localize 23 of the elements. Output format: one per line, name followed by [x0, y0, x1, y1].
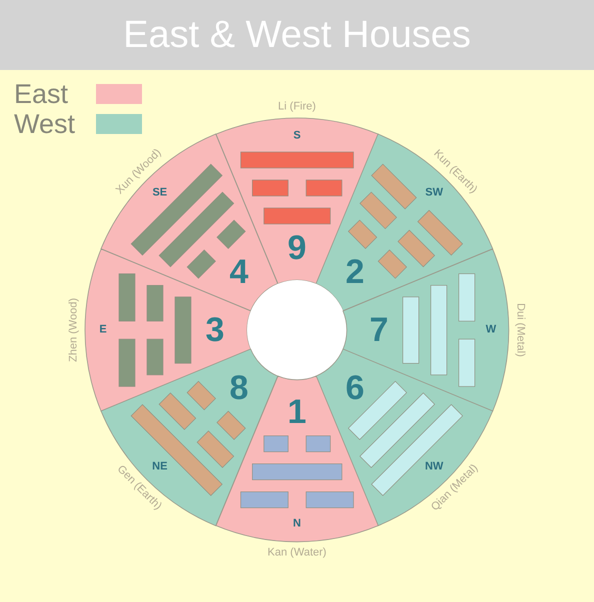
house-number: 4 — [230, 255, 248, 289]
house-number: 7 — [370, 312, 388, 347]
trigram-name: Zhen (Wood) — [68, 298, 80, 362]
house-number: 2 — [346, 255, 364, 289]
house-number: 8 — [230, 370, 248, 405]
direction-letter: NW — [425, 462, 444, 473]
direction-letter: NE — [152, 462, 168, 473]
house-number: 6 — [346, 370, 364, 405]
trigram-name: Dui (Metal) — [514, 303, 526, 357]
trigram-name: Kan (Water) — [268, 548, 326, 558]
direction-letter: S — [293, 130, 301, 142]
direction-letter: SW — [425, 187, 444, 198]
direction-letter: E — [99, 324, 107, 336]
legend-label: West — [14, 110, 76, 138]
house-number: 9 — [288, 231, 306, 265]
direction-letter: SE — [152, 187, 168, 198]
legend-label: East — [14, 80, 70, 108]
direction-letter: W — [486, 324, 496, 336]
house-number: 1 — [288, 394, 306, 429]
trigram-name: Li (Fire) — [278, 102, 316, 112]
house-number: 3 — [206, 312, 224, 347]
house-sector — [216, 376, 378, 542]
direction-letter: N — [293, 518, 301, 530]
